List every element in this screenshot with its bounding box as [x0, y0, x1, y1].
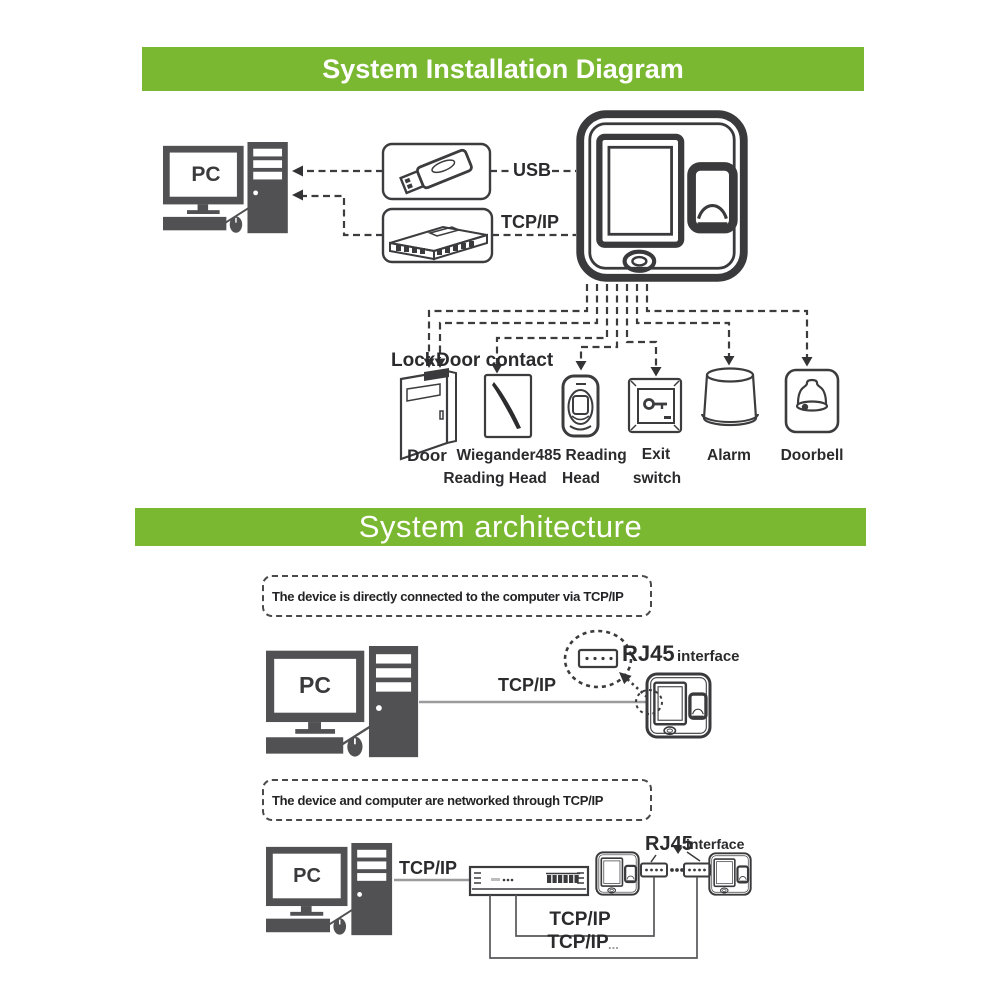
- ellipsis-label: ...: [608, 937, 619, 952]
- interface-direct-label: interface: [677, 648, 740, 665]
- peripheral-wire-fanout: [423, 284, 813, 377]
- door-contact-label: Door contact: [436, 350, 554, 371]
- rj45-direct-label: RJ45: [622, 641, 675, 666]
- pc-illustration-1: [162, 141, 289, 235]
- pc3-label: PC: [293, 865, 321, 887]
- doorbell-illustration: [784, 368, 840, 434]
- rj45-callout: [563, 629, 663, 715]
- installation-banner: System Installation Diagram: [142, 47, 864, 91]
- network-switch-flat: [468, 865, 590, 897]
- pc-illustration-2: [264, 644, 420, 759]
- usb-label: USB: [512, 160, 552, 180]
- fingerprint-terminal-direct: [645, 672, 712, 739]
- networked-note-text: The device and computer are networked th…: [272, 792, 604, 808]
- tcpip-networked-pc-label: TCP/IP: [398, 858, 458, 878]
- pc-illustration-3: [265, 842, 394, 937]
- tcpip-inner-label: TCP/IP: [549, 909, 611, 930]
- rh485-illustration: [561, 374, 600, 438]
- doorbell-label: Doorbell: [780, 447, 844, 464]
- pc2-label: PC: [299, 672, 331, 698]
- fingerprint-terminal-networked-1: [595, 851, 640, 896]
- alarm-illustration: [701, 367, 759, 427]
- direct-connection-note-text: The device is directly connected to the …: [272, 588, 624, 604]
- usb-option-box: [381, 142, 492, 201]
- fingerprint-terminal-main: [580, 114, 744, 278]
- rj45-networked-label: RJ45: [645, 833, 693, 855]
- exit-switch-label-2: switch: [632, 470, 682, 487]
- fingerprint-terminal-networked-2: [708, 852, 752, 896]
- tcpip-label: TCP/IP: [500, 212, 560, 232]
- exit-switch-illustration: [627, 377, 683, 434]
- lock-label: Lock: [391, 350, 436, 371]
- usb-connection-dashes: [292, 165, 576, 177]
- pc1-label: PC: [191, 163, 221, 186]
- door-illustration: [399, 368, 457, 461]
- rh485-label-2: Head: [562, 470, 600, 487]
- installation-title: System Installation Diagram: [322, 53, 684, 84]
- architecture-title: System architecture: [358, 509, 643, 544]
- exit-switch-label-1: Exit: [641, 446, 671, 463]
- wiegander-label-2: Reading Head: [443, 470, 547, 487]
- wiegander-label-1: Wiegander: [456, 447, 536, 464]
- tcpip-network-lines: [489, 877, 698, 959]
- rj45-connectors-row: [640, 845, 711, 878]
- direct-connection-note: The device is directly connected to the …: [262, 575, 652, 617]
- interface-networked-label: interface: [686, 836, 745, 852]
- tcpip-option-box: [381, 207, 494, 264]
- door-lock-block: [424, 368, 449, 381]
- tcpip-connection-dashes: [292, 189, 576, 237]
- networked-note: The device and computer are networked th…: [262, 779, 652, 821]
- rh485-label-1: 485 Reading: [535, 447, 627, 464]
- door-label: Door: [407, 446, 447, 465]
- network-switch-icon: [389, 225, 488, 261]
- rj45-connector-icon: [577, 648, 619, 669]
- tcpip-direct-label: TCP/IP: [497, 675, 557, 695]
- architecture-banner: System architecture: [135, 508, 866, 546]
- usb-drive-icon: [399, 148, 473, 195]
- wiegander-reading-head-illustration: [483, 373, 533, 439]
- alarm-label: Alarm: [707, 447, 751, 464]
- tcpip-outer-label: TCP/IP: [547, 932, 609, 953]
